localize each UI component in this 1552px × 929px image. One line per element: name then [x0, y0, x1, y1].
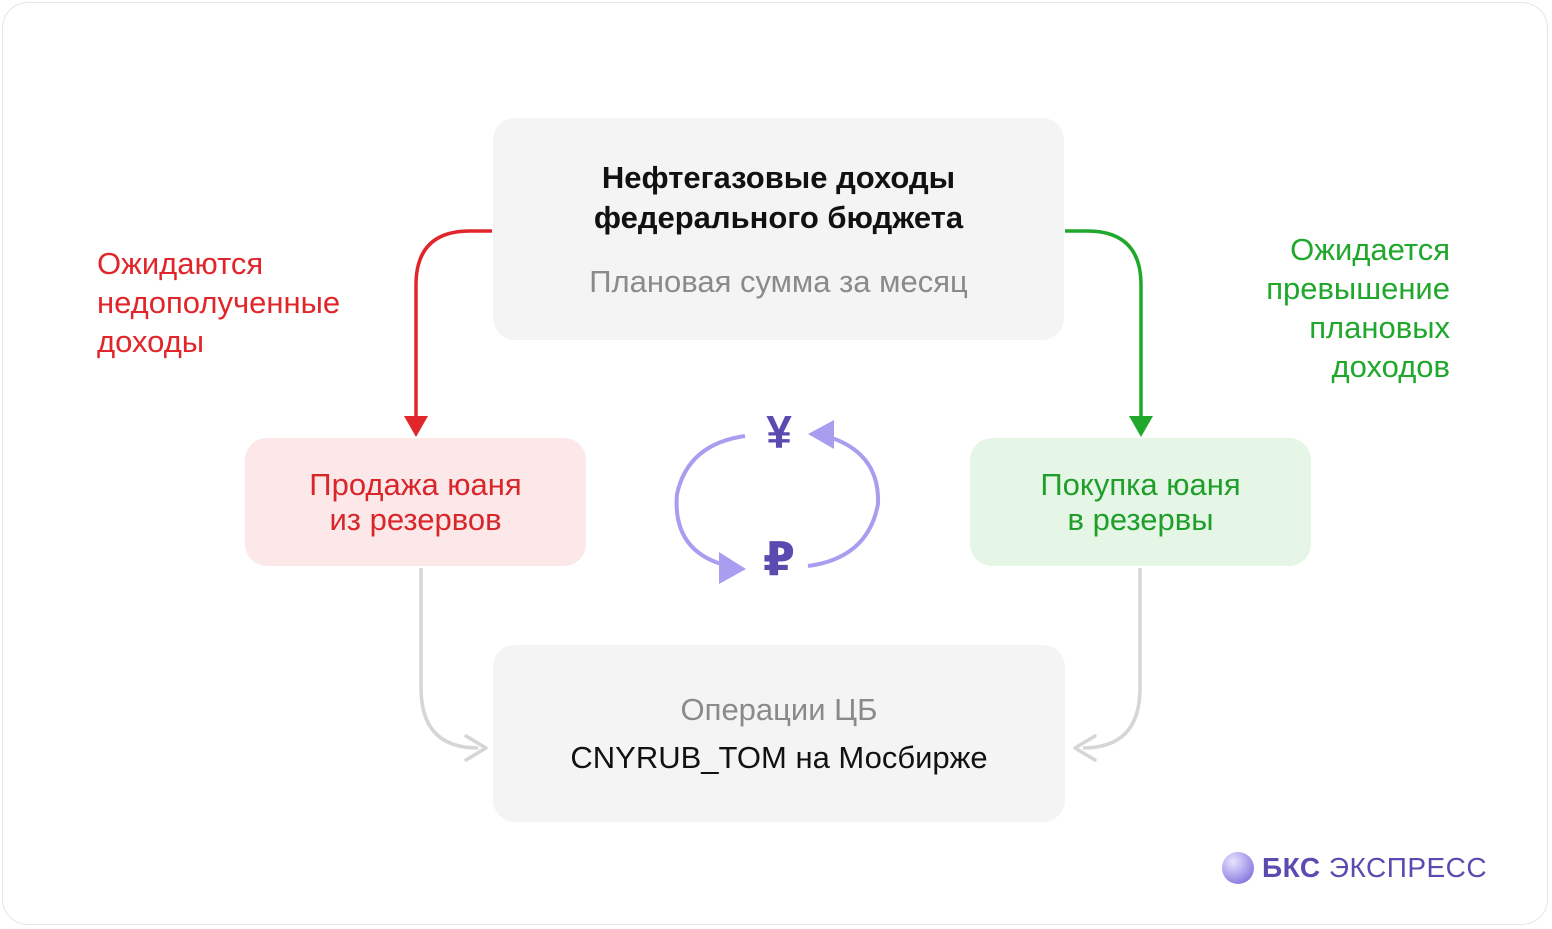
oil-gas-revenue-title: Нефтегазовые доходы федерального бюджета	[593, 160, 964, 235]
exchange-arrow-left	[674, 434, 746, 568]
brand-logo: БКС ЭКСПРЕСС	[1222, 852, 1487, 884]
brand-name-light: ЭКСПРЕСС	[1328, 852, 1488, 883]
arrow-sell-to-bottom	[419, 568, 479, 750]
arrowhead-sell-to-bottom	[464, 734, 488, 762]
buy-yuan-box: Покупка юаня в резервы	[970, 438, 1311, 566]
surplus-label: Ожидается превышение плановых доходов	[1266, 232, 1450, 384]
exchange-arrow-right	[807, 434, 881, 568]
cnyrub-tom-label: CNYRUB_TOM на Мосбирже	[570, 739, 988, 775]
cb-operations-title: Операции ЦБ	[680, 691, 878, 727]
arrow-right-green	[1065, 229, 1143, 420]
sell-yuan-box: Продажа юаня из резервов	[245, 438, 586, 566]
exchange-arrowhead-up	[808, 420, 834, 449]
brand-name: БКС ЭКСПРЕСС	[1262, 852, 1487, 884]
cb-operations-box: Операции ЦБ CNYRUB_TOM на Мосбирже	[493, 645, 1065, 822]
brand-name-bold: БКС	[1262, 852, 1321, 883]
arrow-buy-to-bottom	[1082, 568, 1142, 750]
arrow-left-red	[414, 229, 492, 420]
arrowhead-right-green	[1129, 416, 1153, 437]
yuan-icon: ¥	[766, 406, 792, 458]
shortfall-label: Ожидаются недополученные доходы	[97, 246, 341, 359]
planned-monthly-amount: Плановая сумма за месяц	[589, 264, 968, 299]
arrowhead-buy-to-bottom	[1073, 734, 1097, 762]
arrowhead-left-red	[404, 416, 428, 437]
oil-gas-revenue-box: Нефтегазовые доходы федерального бюджета…	[493, 118, 1064, 340]
ruble-icon: ₽	[762, 533, 795, 585]
exchange-arrowhead-down	[719, 552, 746, 584]
brand-logo-icon	[1222, 852, 1254, 884]
